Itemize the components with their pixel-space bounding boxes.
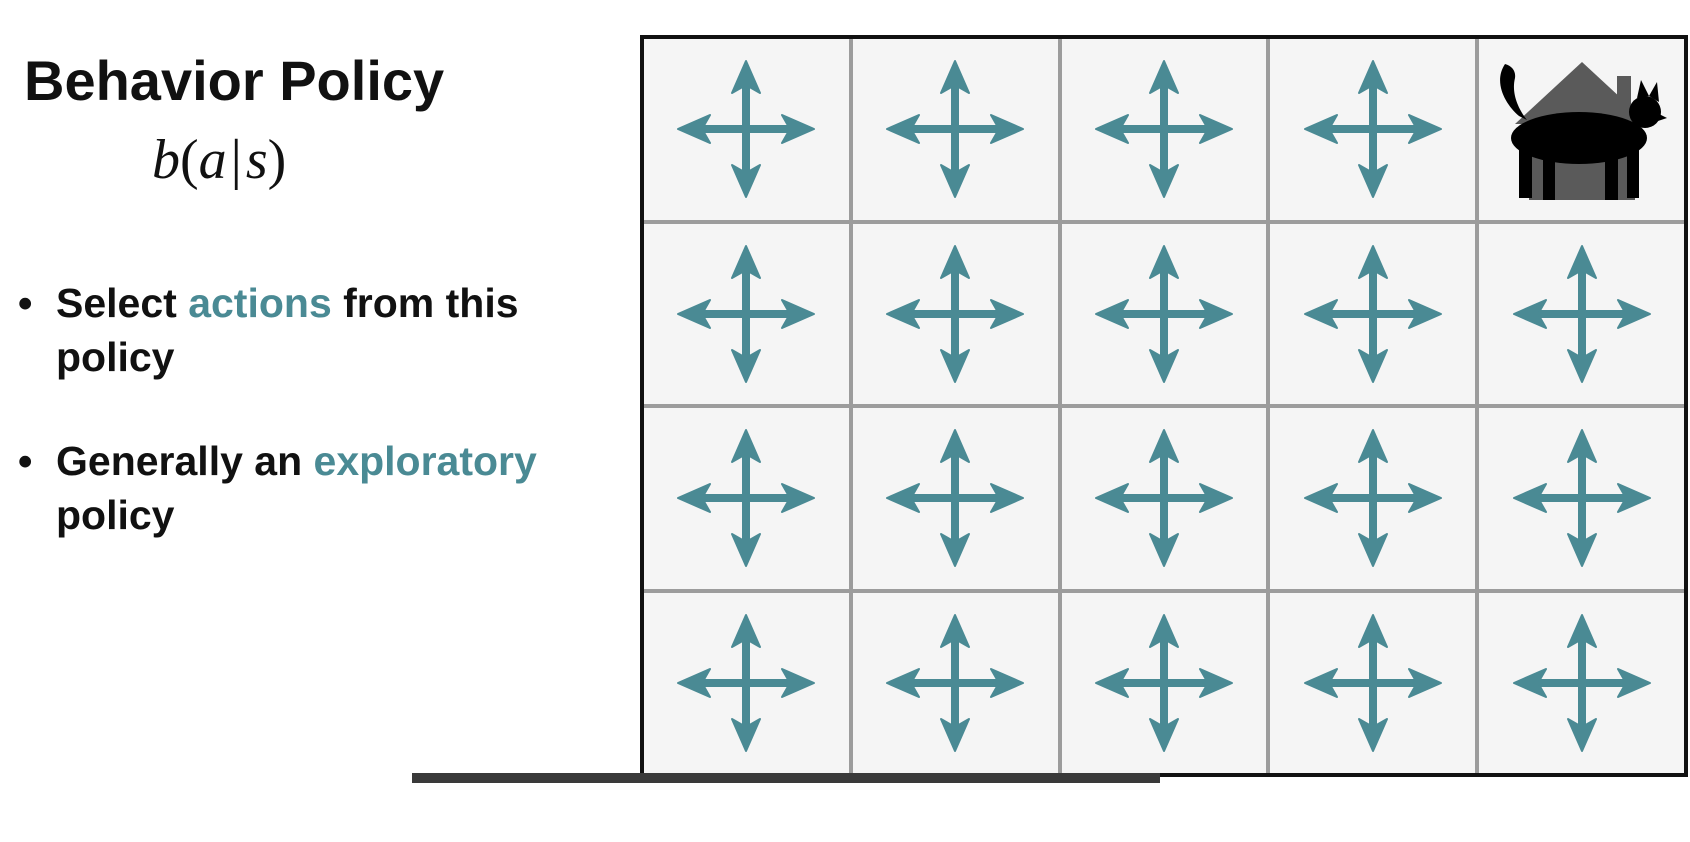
bullet-dot: • <box>18 280 33 326</box>
bullet-exploratory-policy: • Generally an exploratory policy <box>18 434 628 542</box>
grid-cell <box>1061 408 1267 589</box>
four-way-arrow-icon <box>886 60 1025 199</box>
four-way-arrow-icon <box>1512 613 1651 752</box>
grid-cell <box>1061 39 1267 220</box>
goal-cell <box>1479 39 1684 220</box>
four-way-arrow-icon <box>1303 613 1442 752</box>
four-way-arrow-icon <box>1094 60 1233 199</box>
bullet-keyword-actions: actions <box>188 280 332 326</box>
grid-cell <box>644 39 849 220</box>
grid-cell <box>852 223 1058 404</box>
bullet-dot: • <box>18 438 33 484</box>
bullet-list: • Select actions from this policy • Genera… <box>18 276 628 542</box>
grid-cell <box>1270 408 1476 589</box>
formula-given-bar: | <box>230 129 242 191</box>
formula-action: a <box>198 129 227 191</box>
slide-title: Behavior Policy <box>24 49 445 112</box>
bullet-text: policy <box>56 492 175 538</box>
video-progress-bar <box>412 773 1160 783</box>
four-way-arrow-icon <box>1512 244 1651 383</box>
grid-cell <box>1270 223 1476 404</box>
grid-cell <box>1479 408 1684 589</box>
grid-cell <box>1270 592 1476 773</box>
four-way-arrow-icon <box>886 613 1025 752</box>
grid-cell <box>1270 39 1476 220</box>
four-way-arrow-icon <box>1303 244 1442 383</box>
grid-cell <box>1061 223 1267 404</box>
bullet-text: from this policy <box>56 280 519 380</box>
grid-cell <box>644 408 849 589</box>
grid-cell <box>1479 592 1684 773</box>
cat-icon <box>1499 64 1667 201</box>
four-way-arrow-icon <box>1094 613 1233 752</box>
formula-function: b <box>152 129 180 191</box>
four-way-arrow-icon <box>677 60 816 199</box>
four-way-arrow-icon <box>1094 244 1233 383</box>
grid-cell <box>852 408 1058 589</box>
grid-cell <box>1061 592 1267 773</box>
grid-cell <box>852 39 1058 220</box>
gridworld-board <box>640 35 1688 777</box>
goal-icon <box>1499 62 1667 201</box>
four-way-arrow-icon <box>677 429 816 568</box>
four-way-arrow-icon <box>886 244 1025 383</box>
grid-cell <box>644 592 849 773</box>
four-way-arrow-icon <box>886 429 1025 568</box>
grid-cell <box>644 223 849 404</box>
four-way-arrow-icon <box>677 244 816 383</box>
bullet-select-actions: • Select actions from this policy <box>18 276 628 384</box>
bullet-text: Select <box>56 280 189 326</box>
policy-formula: b(a|s) <box>152 128 286 192</box>
four-way-arrow-icon <box>677 613 816 752</box>
bullet-keyword-exploratory: exploratory <box>313 438 537 484</box>
formula-open-paren: ( <box>180 129 199 191</box>
grid-cell <box>1479 223 1684 404</box>
grid-cell <box>852 592 1058 773</box>
four-way-arrow-icon <box>1512 429 1651 568</box>
four-way-arrow-icon <box>1094 429 1233 568</box>
four-way-arrow-icon <box>1303 60 1442 199</box>
four-way-arrow-icon <box>1303 429 1442 568</box>
formula-close-paren: ) <box>267 129 287 191</box>
bullet-text: Generally an <box>56 438 314 484</box>
formula-state: s <box>245 129 268 191</box>
